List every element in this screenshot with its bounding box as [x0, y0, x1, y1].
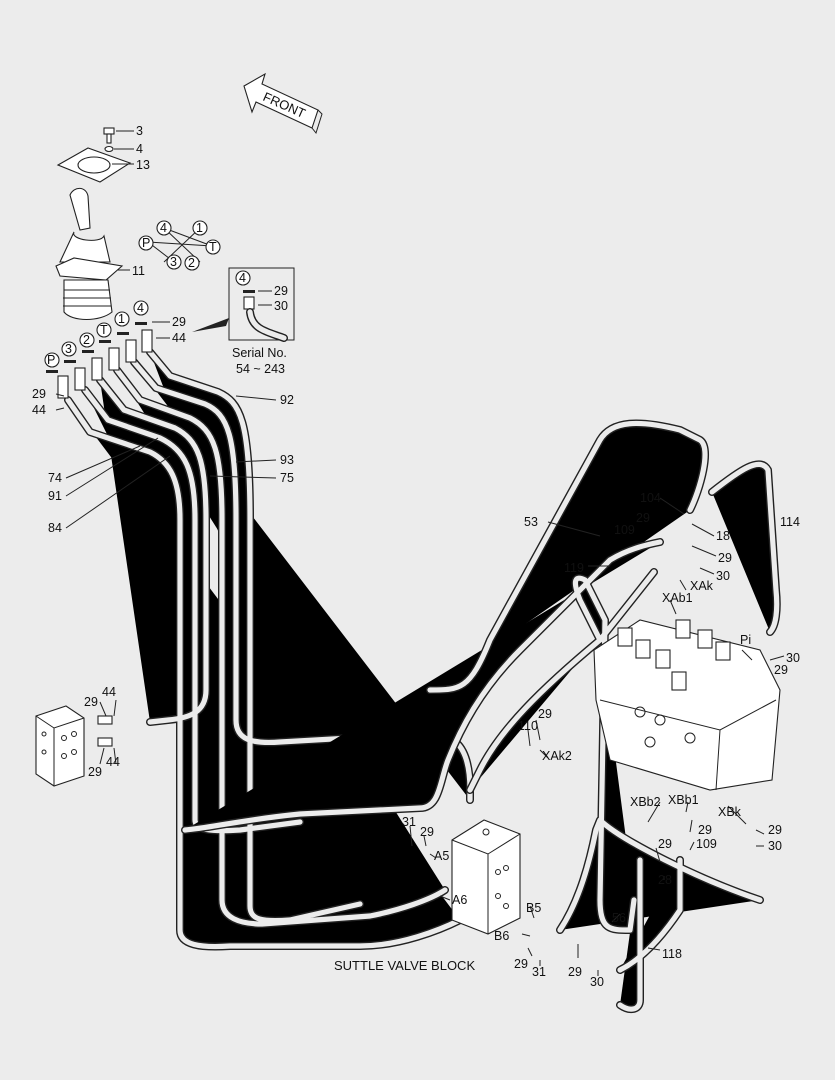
callout: 93 [280, 453, 294, 467]
shuttle-valve-block [451, 819, 521, 935]
port-circle-label: T [100, 323, 108, 337]
callout: 109 [614, 523, 635, 537]
callout: 29 [84, 695, 98, 709]
inset-label-29: 29 [274, 284, 288, 298]
callout: A6 [452, 893, 467, 907]
callout: 29 [32, 387, 46, 401]
port-circle-label: 4 [137, 301, 144, 315]
callout: 29 [172, 315, 186, 329]
callout: 29 [420, 825, 434, 839]
joystick-assembly [55, 127, 132, 321]
callout: 29 [658, 837, 672, 851]
joystick-fittings [46, 322, 153, 399]
callout: 29 [636, 511, 650, 525]
callout: 30 [716, 569, 730, 583]
callout: 29 [568, 965, 582, 979]
callout: 56 [612, 911, 626, 925]
port-circles: P 3 2 T 1 4 [44, 300, 149, 368]
serial-inset: 4 29 30 Serial No. 54 ~ 243 [192, 267, 295, 376]
callout: 74 [48, 471, 62, 485]
callout: 29 [768, 823, 782, 837]
callout: XBb1 [668, 793, 699, 807]
callout: 31 [402, 815, 416, 829]
callout: 110 [518, 719, 538, 733]
callout: XAb1 [662, 591, 693, 605]
serial-line2: 54 ~ 243 [236, 362, 285, 376]
callout: 119 [564, 561, 584, 575]
callout: 109 [696, 837, 717, 851]
callout: A5 [434, 849, 449, 863]
callouts: 3 4 13 11 29 44 29 44 92 93 75 74 91 84 … [32, 124, 800, 989]
callout: XBb2 [630, 795, 661, 809]
callout: 44 [102, 685, 116, 699]
callout: 114 [780, 515, 800, 529]
pattern-circle-label: 2 [188, 256, 195, 270]
callout: 30 [768, 839, 782, 853]
front-arrow: FRONT [243, 72, 323, 135]
callout: B6 [494, 929, 509, 943]
callout: B5 [526, 901, 541, 915]
callout: 29 [698, 823, 712, 837]
callout: 18 [716, 529, 730, 543]
callout: 30 [786, 651, 800, 665]
pilot-block [35, 705, 113, 787]
pattern-circle-label: P [142, 236, 150, 250]
callout: 3 [136, 124, 143, 138]
callout: 29 [718, 551, 732, 565]
callout: 118 [662, 947, 682, 961]
callout: 11 [132, 264, 145, 278]
pattern-circle-label: 4 [160, 221, 167, 235]
callout: 44 [106, 755, 120, 769]
callout: 31 [532, 965, 546, 979]
callout: 4 [136, 142, 143, 156]
callout: 29 [538, 707, 552, 721]
port-pattern: 4 1 P T 3 2 [138, 220, 221, 271]
callout: Pi [740, 633, 751, 647]
callout: 29 [774, 663, 788, 677]
callout: 75 [280, 471, 294, 485]
callout: 84 [48, 521, 62, 535]
port-circle-label: 2 [83, 333, 90, 347]
port-circle-label: P [47, 353, 55, 367]
callout: 44 [172, 331, 186, 345]
callout: 30 [590, 975, 604, 989]
control-valve [593, 619, 781, 791]
block-name: SUTTLE VALVE BLOCK [334, 958, 475, 973]
inset-circle-label: 4 [239, 271, 246, 285]
port-circle-label: 3 [65, 342, 72, 356]
callout: XAk [690, 579, 714, 593]
callout: 28 [658, 873, 672, 887]
callout: 104 [640, 491, 661, 505]
callout: XBk [718, 805, 742, 819]
serial-line1: Serial No. [232, 346, 287, 360]
callout: 44 [32, 403, 46, 417]
callout: XAk2 [542, 749, 572, 763]
pattern-circle-label: 1 [196, 221, 203, 235]
port-circle-label: 1 [118, 312, 125, 326]
pattern-circle-label: 3 [170, 255, 177, 269]
callout: 29 [514, 957, 528, 971]
callout: 92 [280, 393, 294, 407]
callout: 53 [524, 515, 538, 529]
pattern-circle-label: T [209, 240, 217, 254]
callout: 91 [48, 489, 62, 503]
callout: 13 [136, 158, 150, 172]
callout: 29 [88, 765, 102, 779]
inset-label-30: 30 [274, 299, 288, 313]
